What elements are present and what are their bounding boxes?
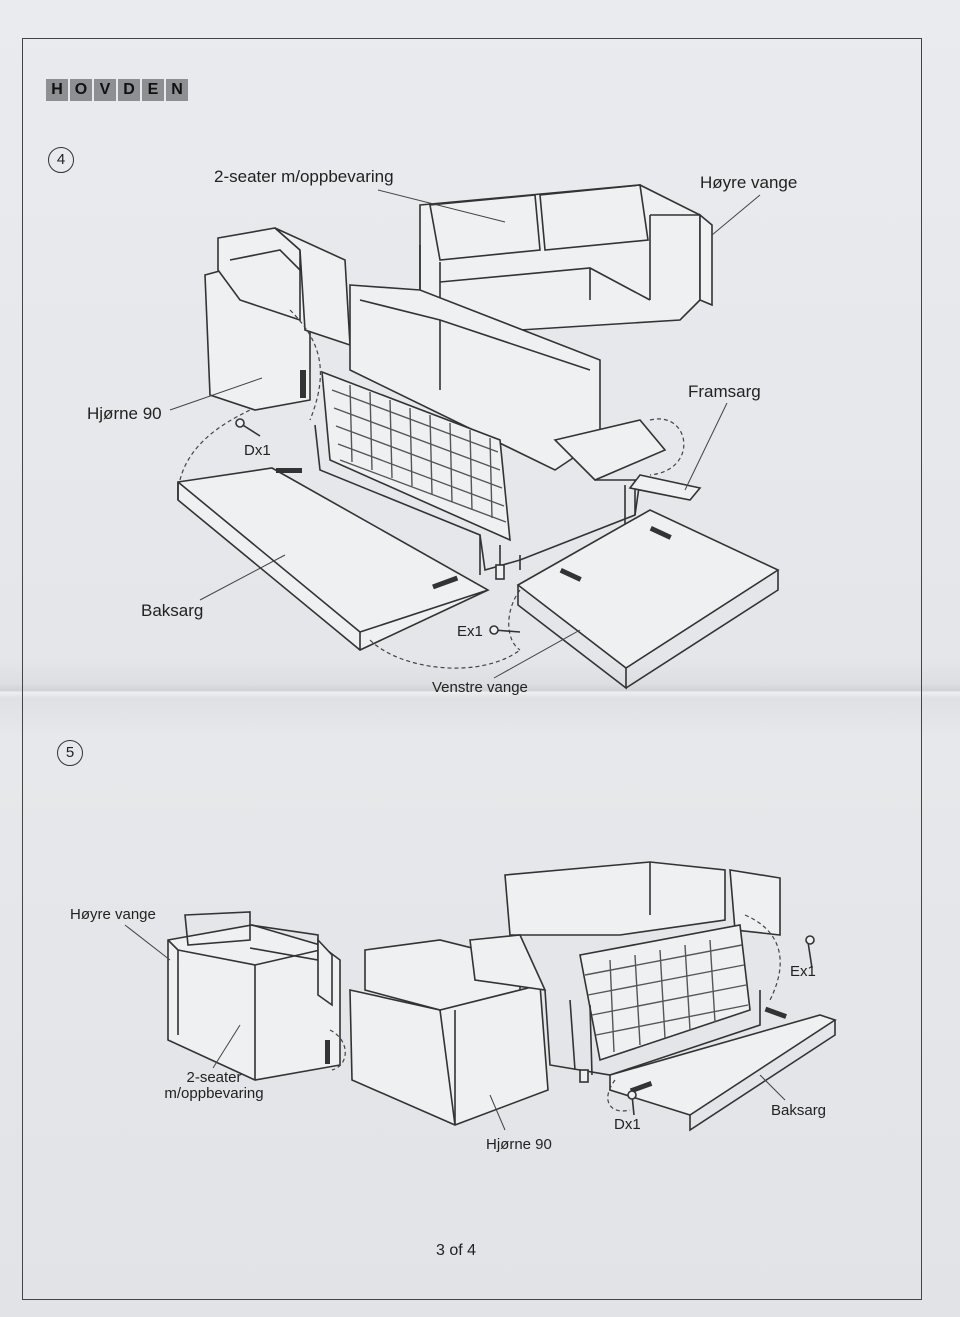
brand-letter: D [118, 79, 140, 101]
label-left-arm: Venstre vange [432, 679, 528, 696]
label-2-seater-storage: 2-seater m/oppbevaring [214, 167, 394, 186]
label-back-rail: Baksarg [141, 601, 204, 620]
step-number-4: 4 [48, 147, 74, 173]
label-back-rail: Baksarg [771, 1102, 827, 1119]
step4-back-rail-drawing [177, 467, 490, 651]
label-line: m/oppbevaring [164, 1085, 264, 1102]
label-line: 2-seater [186, 1069, 242, 1086]
label-right-arm: Høyre vange [70, 906, 156, 923]
step4-two-seater-drawing [419, 184, 713, 331]
brand-logo: H O V D E N [46, 79, 188, 101]
brand-letter: N [166, 79, 188, 101]
label-ex1: Ex1 [457, 623, 483, 640]
step4-sofabed-drawing [314, 284, 667, 580]
step5-two-seater-drawing [167, 911, 341, 1081]
label-corner-90: Hjørne 90 [87, 404, 162, 423]
page-number: 3 of 4 [436, 1242, 477, 1259]
step5-sofabed-drawing [469, 861, 781, 1083]
step5-back-rail-drawing [609, 1006, 837, 1132]
step-number-5: 5 [57, 740, 83, 766]
label-dx1: Dx1 [614, 1116, 641, 1133]
step4-corner-drawing [204, 227, 351, 411]
paper-fold [0, 684, 960, 698]
page-border [22, 38, 922, 1300]
label-corner-90: Hjørne 90 [486, 1136, 552, 1153]
label-2-seater-storage: 2-seater m/oppbevaring [160, 1070, 268, 1102]
brand-letter: O [70, 79, 92, 101]
step4-left-arm-drawing [516, 509, 780, 690]
step4-front-rail-drawing [628, 474, 702, 501]
label-right-arm: Høyre vange [700, 173, 798, 192]
label-ex1: Ex1 [790, 963, 816, 980]
step5-corner-drawing [349, 939, 549, 1126]
label-dx1: Dx1 [244, 442, 271, 459]
brand-letter: V [94, 79, 116, 101]
brand-letter: E [142, 79, 164, 101]
label-front-rail: Framsarg [688, 382, 761, 401]
brand-letter: H [46, 79, 68, 101]
